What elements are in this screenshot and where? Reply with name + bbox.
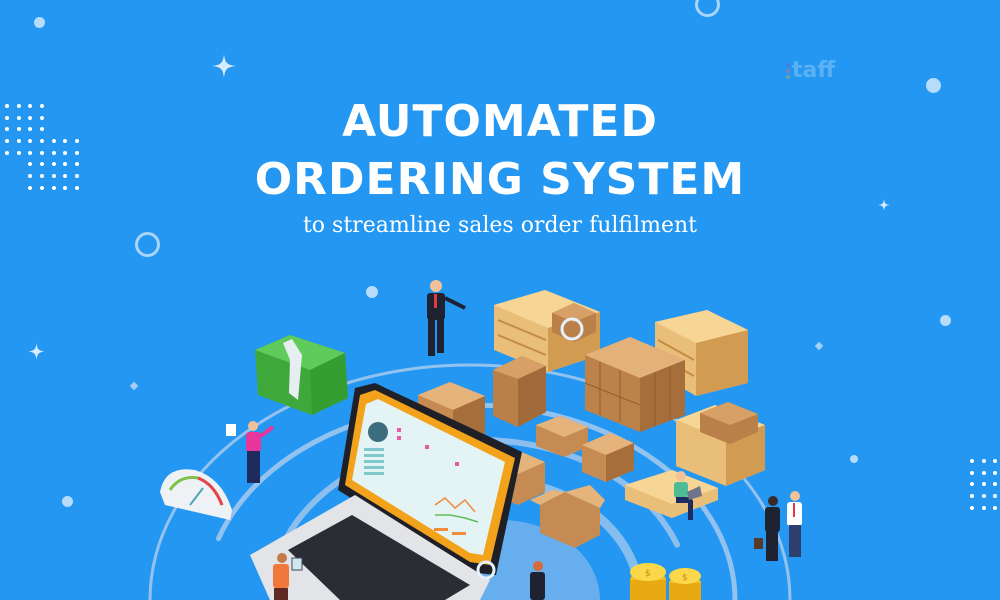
logo-dots: [786, 63, 790, 79]
headline-line-1: AUTOMATED: [342, 96, 658, 147]
decor-ring: [135, 232, 160, 257]
gauge-icon: [160, 469, 232, 520]
businessman-presenting: [427, 280, 466, 356]
sparkle-icon: [28, 343, 45, 360]
box-stack-icon: [584, 337, 685, 432]
box-icon: [536, 416, 588, 457]
decor-dot: [34, 17, 45, 28]
coins-icon: $ $: [630, 563, 701, 600]
sparkle-icon: [212, 54, 236, 78]
decor-ring: [560, 317, 584, 341]
decor-dot: [850, 455, 858, 463]
handshake-icon: [754, 491, 802, 561]
box-icon: [493, 356, 546, 427]
decor-dot-grid: [967, 456, 1000, 514]
man-with-tablet: [273, 553, 303, 600]
worker-with-laptop: [674, 471, 702, 520]
decor-ring: [695, 0, 720, 17]
laptop-icon: [250, 383, 522, 600]
box-icon: [582, 433, 634, 482]
decor-dot: [940, 315, 951, 326]
brand-logo: taff: [786, 58, 835, 84]
open-box-icon: [530, 485, 605, 548]
headline-line-2: ORDERING SYSTEM: [254, 154, 746, 205]
decor-dot-grid: [2, 101, 84, 195]
diamond-icon: [814, 341, 824, 351]
man-with-document: [226, 421, 275, 483]
svg-text:$: $: [645, 569, 651, 579]
logo-text: taff: [792, 58, 836, 83]
money-icon: [255, 335, 348, 415]
decor-dot: [366, 286, 378, 298]
decor-dot: [62, 496, 73, 507]
box-icon: [700, 402, 758, 444]
subheadline: to streamline sales order fulfilment: [302, 213, 698, 238]
businesswoman: [530, 561, 545, 600]
sparkle-icon: [878, 199, 890, 211]
svg-text:$: $: [682, 573, 688, 583]
decor-dot: [926, 78, 941, 93]
diamond-icon: [129, 381, 139, 391]
